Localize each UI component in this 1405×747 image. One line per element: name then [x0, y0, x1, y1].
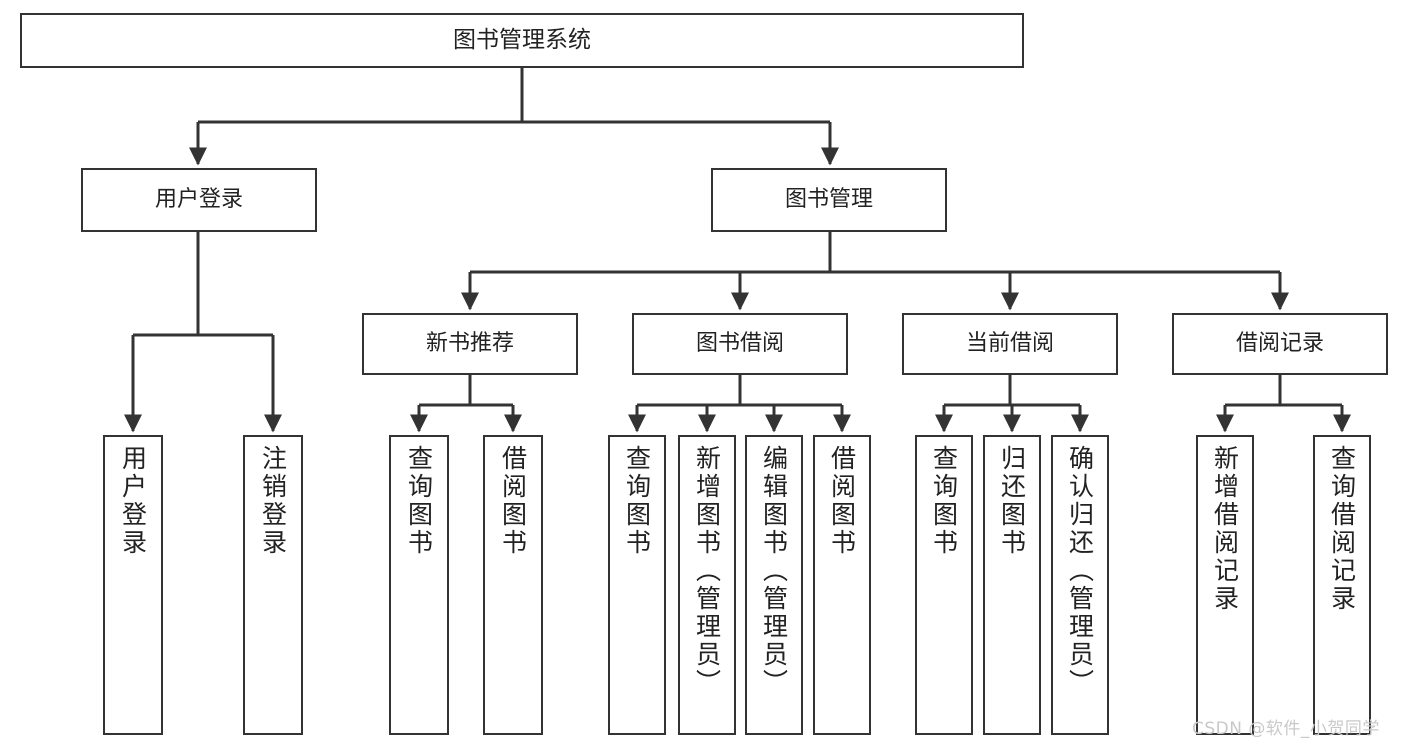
node-current-borrow[interactable]: 当前借阅 — [902, 313, 1118, 375]
node-borrow-record[interactable]: 借阅记录 — [1172, 313, 1388, 375]
node-label: 归还图书 — [997, 445, 1027, 557]
leaf-user-logout[interactable]: 注销登录 — [243, 435, 303, 735]
leaf-query-book-2[interactable]: 查询图书 — [608, 435, 666, 735]
node-label: 新书推荐 — [425, 330, 514, 356]
leaf-return-book[interactable]: 归还图书 — [983, 435, 1041, 735]
leaf-query-book-1[interactable]: 查询图书 — [389, 435, 449, 735]
node-label: 图书管理系统 — [453, 27, 591, 54]
leaf-query-borrow-record[interactable]: 查询借阅记录 — [1313, 435, 1371, 735]
node-label: 借阅图书 — [498, 445, 528, 557]
node-user-login[interactable]: 用户登录 — [81, 168, 317, 232]
node-label: 注销登录 — [258, 445, 288, 557]
leaf-query-book-3[interactable]: 查询图书 — [915, 435, 973, 735]
node-label: 查询图书 — [622, 445, 652, 557]
node-label: 图书借阅 — [695, 330, 784, 356]
node-label: 编辑图书（管理员） — [759, 445, 789, 697]
node-label: 用户登录 — [154, 186, 243, 212]
leaf-edit-book-admin[interactable]: 编辑图书（管理员） — [745, 435, 803, 735]
leaf-add-book-admin[interactable]: 新增图书（管理员） — [678, 435, 736, 735]
node-label: 新增图书（管理员） — [692, 445, 722, 697]
node-label: 用户登录 — [118, 445, 148, 557]
node-root-system[interactable]: 图书管理系统 — [20, 13, 1024, 68]
leaf-add-borrow-record[interactable]: 新增借阅记录 — [1196, 435, 1254, 735]
node-label: 借阅图书 — [827, 445, 857, 557]
leaf-confirm-return-admin[interactable]: 确认归还（管理员） — [1051, 435, 1109, 735]
node-label: 新增借阅记录 — [1210, 445, 1240, 613]
leaf-borrow-book-2[interactable]: 借阅图书 — [813, 435, 871, 735]
csdn-watermark: CSDN @软件_小贺同学 — [1192, 719, 1380, 739]
leaf-borrow-book-1[interactable]: 借阅图书 — [483, 435, 543, 735]
node-label: 查询图书 — [929, 445, 959, 557]
node-book-borrow[interactable]: 图书借阅 — [632, 313, 848, 375]
node-label: 查询借阅记录 — [1327, 445, 1357, 613]
node-label: 查询图书 — [404, 445, 434, 557]
node-new-book-recommend[interactable]: 新书推荐 — [362, 313, 578, 375]
node-label: 确认归还（管理员） — [1065, 445, 1095, 697]
leaf-user-login[interactable]: 用户登录 — [103, 435, 163, 735]
node-label: 借阅记录 — [1235, 330, 1324, 356]
node-label: 当前借阅 — [965, 330, 1054, 356]
node-label: 图书管理 — [784, 186, 873, 212]
node-book-manage[interactable]: 图书管理 — [711, 168, 947, 232]
